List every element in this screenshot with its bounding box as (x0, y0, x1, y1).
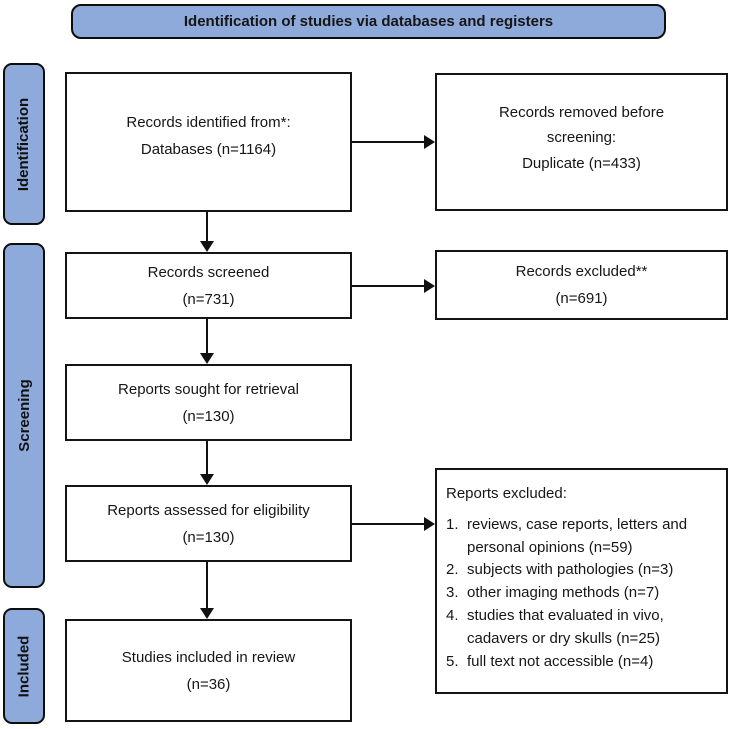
studies-included-line1: Studies included in review (121, 648, 296, 666)
item-1-number: 1. (446, 515, 459, 533)
box-reports-sought: Reports sought for retrieval (n=130) (65, 364, 352, 441)
arrow-shaft (352, 141, 425, 143)
arrow-screened-to-sought (200, 319, 214, 364)
arrow-down-icon (200, 608, 214, 619)
stage-label-identification: Identification (3, 63, 45, 225)
arrow-shaft (206, 441, 208, 475)
arrow-shaft (206, 212, 208, 242)
records-screened-line2: (n=731) (182, 290, 235, 308)
records-removed-line2: screening: (546, 129, 617, 147)
arrow-down-icon (200, 241, 214, 252)
box-studies-included: Studies included in review (n=36) (65, 619, 352, 722)
arrow-identified-to-removed (352, 135, 435, 149)
box-reports-assessed: Reports assessed for eligibility (n=130) (65, 485, 352, 562)
records-removed-line1: Records removed before (498, 103, 665, 121)
reports-sought-line2: (n=130) (182, 407, 235, 425)
item-5-text: full text not accessible (n=4) (467, 652, 654, 670)
item-1-text: reviews, case reports, letters and perso… (467, 515, 688, 556)
item-3-text: other imaging methods (n=7) (467, 584, 660, 602)
records-identified-line2: Databases (n=1164) (140, 141, 277, 158)
arrow-shaft (352, 523, 425, 525)
item-4-number: 4. (446, 606, 459, 624)
item-4-text: studies that evaluated in vivo, cadavers… (467, 606, 664, 647)
stage-screening-text: Screening (15, 379, 33, 452)
reports-excluded-item-1: 1. reviews, case reports, letters and pe… (446, 514, 720, 560)
arrow-right-icon (424, 135, 435, 149)
box-reports-excluded: Reports excluded: 1. reviews, case repor… (435, 468, 728, 694)
arrow-identified-to-screened (200, 212, 214, 252)
arrow-right-icon (424, 279, 435, 293)
reports-excluded-item-5: 5. full text not accessible (n=4) (446, 651, 720, 674)
reports-excluded-item-2: 2. subjects with pathologies (n=3) (446, 559, 720, 582)
item-3-number: 3. (446, 584, 459, 602)
arrow-assessed-to-included (200, 562, 214, 619)
stage-included-text: Included (15, 635, 33, 697)
stage-label-screening: Screening (3, 243, 45, 588)
item-2-text: subjects with pathologies (n=3) (467, 561, 674, 579)
diagram-title: Identification of studies via databases … (183, 13, 554, 30)
box-records-excluded: Records excluded** (n=691) (435, 250, 728, 320)
reports-assessed-line2: (n=130) (182, 528, 235, 546)
records-excluded-line1: Records excluded** (515, 263, 648, 280)
arrow-assessed-to-reports-excluded (352, 517, 435, 531)
arrow-down-icon (200, 353, 214, 364)
box-records-screened: Records screened (n=731) (65, 252, 352, 319)
arrow-shaft (352, 285, 425, 287)
reports-excluded-title: Reports excluded: (446, 485, 567, 502)
records-identified-line1: Records identified from*: (126, 114, 291, 131)
box-records-removed: Records removed before screening: Duplic… (435, 73, 728, 211)
arrow-shaft (206, 562, 208, 609)
arrow-shaft (206, 319, 208, 354)
item-5-number: 5. (446, 652, 459, 670)
records-removed-line3: Duplicate (n=433) (522, 154, 641, 172)
diagram-title-banner: Identification of studies via databases … (71, 4, 666, 39)
records-excluded-line2: (n=691) (555, 290, 608, 307)
reports-excluded-item-3: 3. other imaging methods (n=7) (446, 582, 720, 605)
stage-identification-text: Identification (15, 97, 33, 191)
arrow-sought-to-assessed (200, 441, 214, 485)
reports-sought-line1: Reports sought for retrieval (118, 380, 299, 398)
records-screened-line1: Records screened (147, 263, 270, 281)
box-records-identified: Records identified from*: Databases (n=1… (65, 72, 352, 212)
stage-label-included: Included (3, 608, 45, 724)
reports-excluded-item-4: 4. studies that evaluated in vivo, cadav… (446, 605, 720, 651)
arrow-screened-to-excluded (352, 279, 435, 293)
arrow-right-icon (424, 517, 435, 531)
arrow-down-icon (200, 474, 214, 485)
item-2-number: 2. (446, 561, 459, 579)
reports-assessed-line1: Reports assessed for eligibility (107, 501, 310, 519)
studies-included-line2: (n=36) (186, 675, 231, 693)
